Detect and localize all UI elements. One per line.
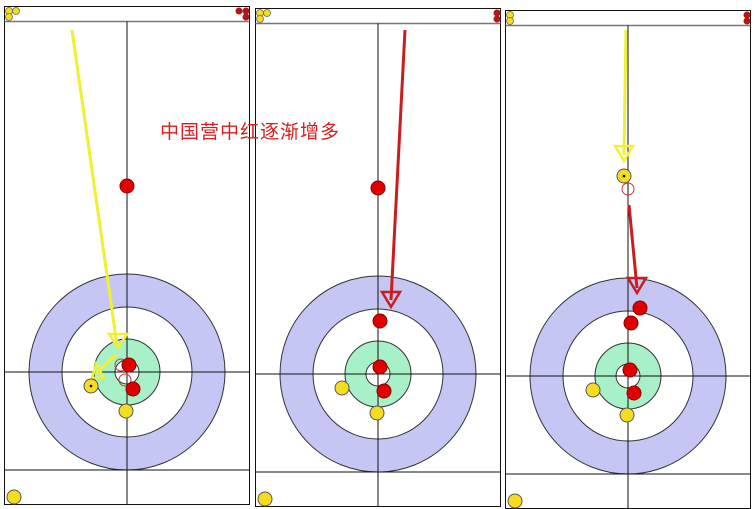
remaining-stones (506, 11, 751, 25)
sheet-panel-2 (255, 8, 501, 507)
red-stone (623, 315, 639, 331)
red-stone (622, 362, 638, 378)
yellow-stone (257, 491, 273, 507)
red-stone (119, 178, 135, 194)
red-stone (121, 357, 137, 373)
red-arrow (389, 29, 407, 301)
remaining-stones (5, 7, 250, 21)
remaining-stones (256, 9, 501, 23)
red-stone (372, 359, 388, 375)
yellow-stone (6, 489, 22, 505)
red-stone (632, 300, 648, 316)
yellow-stone (334, 380, 350, 396)
yellow-stone (585, 382, 601, 398)
yellow-arrow (70, 29, 119, 346)
red-stone (372, 313, 388, 329)
yellow-stone (369, 405, 385, 421)
red-stone (370, 180, 386, 196)
ghost-stone (621, 182, 635, 196)
yellow-arrow (622, 29, 628, 156)
yellow-stone (507, 493, 523, 509)
yellow-stone (619, 407, 635, 423)
caption-text: 中国营中红逐渐增多 (160, 121, 341, 143)
red-arrow (627, 204, 639, 289)
red-stone (376, 383, 392, 399)
red-stone (626, 385, 642, 401)
yellow-stone (118, 403, 134, 419)
sheet-panel-3 (505, 10, 751, 509)
sheet-panel-1 (4, 6, 250, 505)
red-stone (125, 381, 141, 397)
ghost-stone (118, 373, 132, 387)
